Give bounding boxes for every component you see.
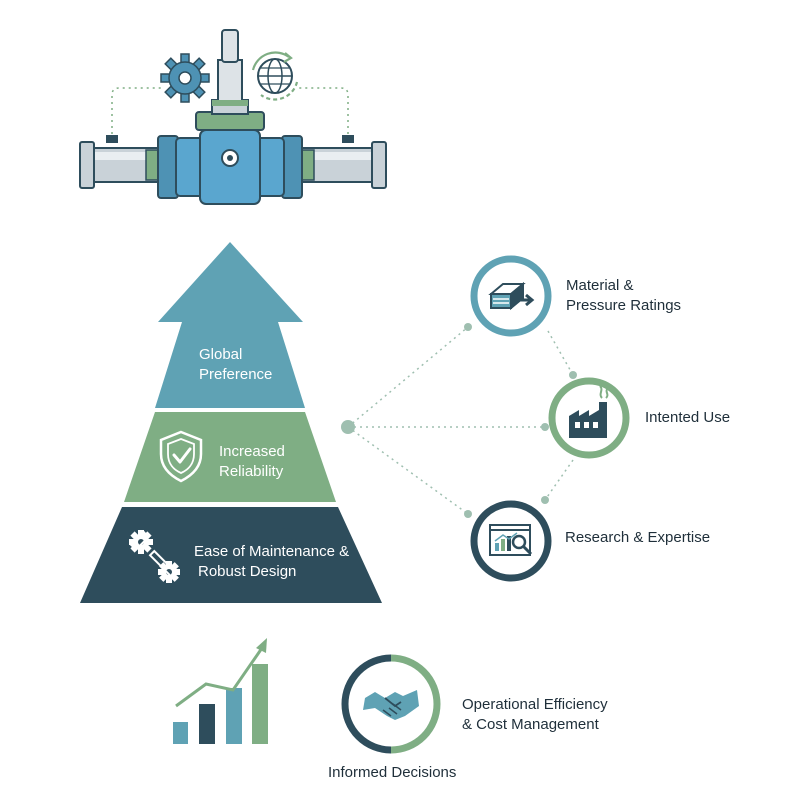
valve-stem-top <box>221 29 239 63</box>
factor-use-label: Intented Use <box>645 409 731 426</box>
material-block-icon <box>488 281 535 311</box>
growth-arrow-head <box>256 638 267 653</box>
outcome-label-1: Operational Efficiency <box>462 696 608 713</box>
pyramid-top-label-2: Preference <box>199 366 273 383</box>
analytics-icon <box>489 524 533 556</box>
factory-icon <box>569 385 609 438</box>
factor-material-label-2: Pressure Ratings <box>566 297 682 314</box>
valve-connector-right <box>296 87 349 140</box>
factor-research-label: Research & Expertise <box>565 529 711 546</box>
pyramid-middle-label-2: Reliability <box>219 463 284 480</box>
pyramid-bottom-tier <box>80 507 382 603</box>
factor-research-ring <box>470 500 552 582</box>
growth-trend-line <box>175 647 264 708</box>
gears-wrench-icon <box>128 529 180 583</box>
handshake-ring <box>341 654 441 754</box>
gear-icon <box>160 53 210 103</box>
pyramid-diagram <box>80 242 382 603</box>
valve-stem <box>217 59 243 103</box>
outcome-label-2: & Cost Management <box>462 716 599 733</box>
valve-stem-band <box>212 100 248 106</box>
handshake-icon <box>363 690 419 720</box>
pyramid-top-label-1: Global <box>199 346 243 363</box>
pyramid-middle-label-1: Increased <box>219 443 285 460</box>
factor-material-ring <box>470 255 552 337</box>
factor-use-ring <box>548 377 630 459</box>
globe-refresh-icon <box>251 51 299 101</box>
growth-bars-icon <box>173 638 268 744</box>
caption-informed-decisions: Informed Decisions <box>328 764 457 781</box>
factor-material-label-1: Material & <box>566 277 634 294</box>
factor-connectors <box>347 326 574 515</box>
shield-check-icon <box>159 430 203 483</box>
connector-nodes <box>341 323 577 518</box>
pyramid-top-tier <box>155 242 305 408</box>
pyramid-bottom-label-2: Robust Design <box>198 563 297 580</box>
pipe-tap-right <box>342 135 354 143</box>
valve-port-center <box>227 155 233 161</box>
valve-connector-left <box>111 87 162 140</box>
pipe-end-left <box>79 141 95 189</box>
valve-illustration <box>79 29 387 205</box>
pipe-tap-left <box>106 135 118 143</box>
pipe-end-right <box>371 141 387 189</box>
pyramid-bottom-label-1: Ease of Maintenance & <box>194 543 350 560</box>
